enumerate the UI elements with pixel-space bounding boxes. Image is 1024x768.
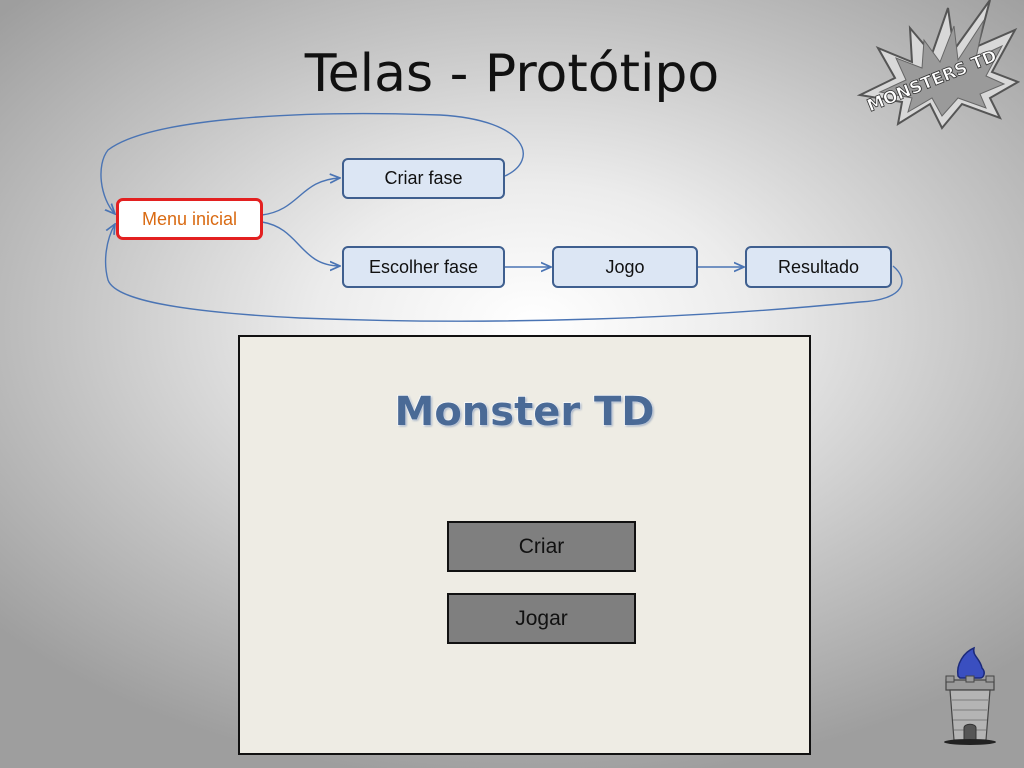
flow-connectors (0, 0, 1024, 340)
node-criar-fase: Criar fase (342, 158, 505, 199)
criar-button[interactable]: Criar (447, 521, 636, 572)
node-escolher-fase: Escolher fase (342, 246, 505, 288)
jogar-button[interactable]: Jogar (447, 593, 636, 644)
arrow-menu-to-escolher (262, 222, 340, 266)
node-menu-inicial: Menu inicial (116, 198, 263, 240)
game-title: Monster TD (240, 389, 809, 435)
tower-icon (940, 646, 1000, 750)
prototype-screen: Monster TD Criar Jogar (238, 335, 811, 755)
arrow-menu-to-criar (262, 178, 340, 215)
node-resultado: Resultado (745, 246, 892, 288)
node-jogo: Jogo (552, 246, 698, 288)
